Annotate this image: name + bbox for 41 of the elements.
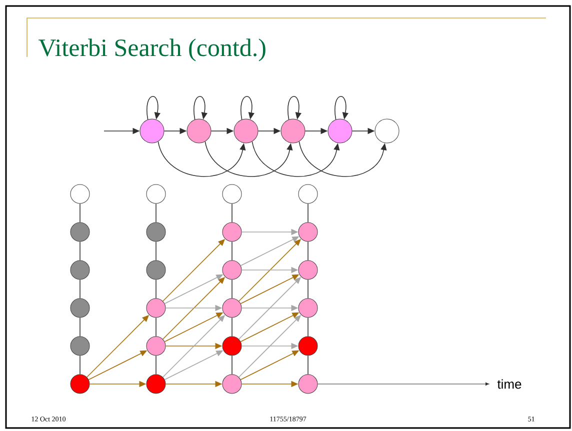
self-loop-arrow xyxy=(146,96,160,120)
state-circle xyxy=(146,298,166,318)
state-circle xyxy=(70,260,90,280)
state-circle xyxy=(70,374,90,394)
state-circle xyxy=(222,260,242,280)
state-circle xyxy=(298,374,318,394)
state-circle xyxy=(222,222,242,242)
state-circle xyxy=(70,298,90,318)
slide-title: Viterbi Search (contd.) xyxy=(38,38,266,62)
state-circle xyxy=(146,184,166,204)
state-circle xyxy=(146,336,166,356)
state-circle xyxy=(222,184,242,204)
axis-label: time xyxy=(497,379,522,389)
state-circle xyxy=(298,222,318,242)
state-circle xyxy=(298,298,318,318)
state-circle xyxy=(70,222,90,242)
state-circle xyxy=(70,184,90,204)
state-circle xyxy=(186,118,212,144)
self-loop-arrow xyxy=(194,96,208,120)
state-circle xyxy=(222,336,242,356)
state-circle xyxy=(140,118,164,144)
state-circle xyxy=(280,118,306,144)
state-circle xyxy=(146,260,166,280)
self-loop-arrow xyxy=(288,96,302,120)
state-circle xyxy=(70,336,90,356)
skip-arrow xyxy=(158,141,246,177)
state-circle xyxy=(374,118,400,144)
state-circle xyxy=(146,222,166,242)
state-circle xyxy=(222,374,242,394)
skip-arrow xyxy=(204,141,293,177)
state-circle xyxy=(222,298,242,318)
state-circle xyxy=(146,374,166,394)
skip-arrow xyxy=(252,141,340,177)
self-loop-arrow xyxy=(240,96,254,120)
state-circle xyxy=(328,118,352,144)
state-circle xyxy=(298,260,318,280)
state-circle xyxy=(298,336,318,356)
state-circle xyxy=(234,118,258,144)
skip-arrow xyxy=(298,141,387,177)
state-circle xyxy=(298,184,318,204)
self-loop-arrow xyxy=(334,96,348,120)
